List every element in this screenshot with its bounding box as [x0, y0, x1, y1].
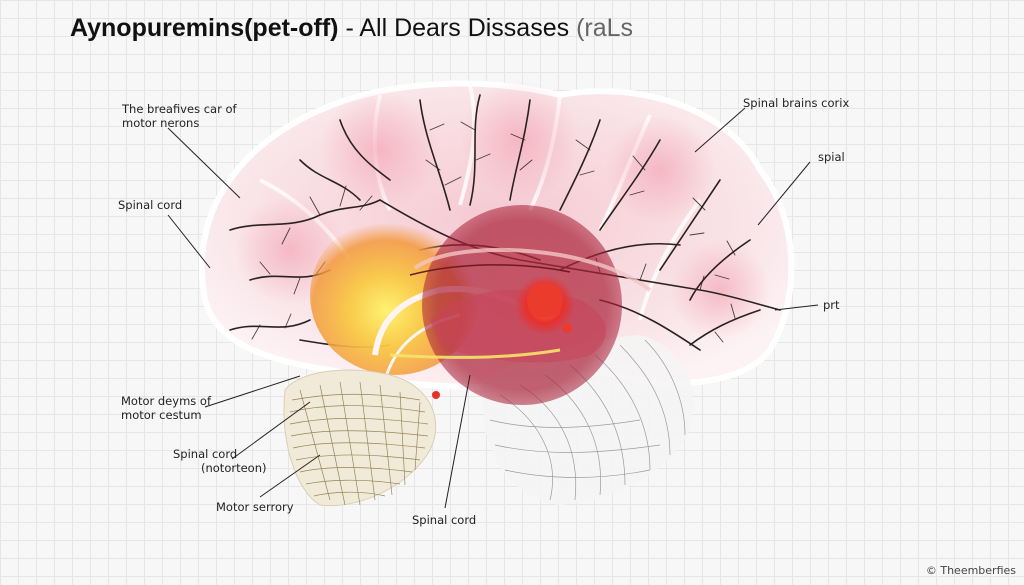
label-prt: prt — [823, 298, 840, 312]
label-spinal-cord-lower: Spinal cord (notorteon) — [173, 447, 266, 475]
label-spinal-cord-upper: Spinal cord — [118, 198, 183, 212]
label-breafives: The breafives car of motor nerons — [122, 102, 237, 130]
diagram-title: Aynopuremins(pet-off) - All Dears Dissas… — [70, 14, 633, 43]
label-motor-deyms-line2: motor cestum — [121, 408, 202, 422]
label-spinal-cord-lower-line2: (notorteon) — [201, 461, 267, 475]
title-part-2: - All Dears Dissases — [338, 14, 577, 42]
label-spinal-brains-corix: Spinal brains corix — [743, 96, 850, 110]
label-spinal-cord-bottom: Spinal cord — [412, 513, 477, 527]
title-part-3: (raLs — [576, 14, 634, 42]
label-motor-deyms-line1: Motor deyms of — [121, 394, 212, 408]
label-breafives-line1: The breafives car of — [122, 102, 237, 116]
label-motor-deyms: Motor deyms of motor cestum — [121, 394, 211, 422]
label-spinal-cord-lower-line1: Spinal cord — [173, 447, 238, 461]
image-credit: © Theemberfies — [925, 564, 1016, 577]
label-motor-serrory: Motor serrory — [216, 500, 294, 514]
label-breafives-line2: motor nerons — [122, 116, 200, 130]
leader-lines — [167, 107, 819, 509]
label-spial: spial — [818, 150, 845, 164]
cerebellum — [283, 369, 437, 507]
title-part-1: Aynopuremins(pet-off) — [70, 14, 339, 42]
